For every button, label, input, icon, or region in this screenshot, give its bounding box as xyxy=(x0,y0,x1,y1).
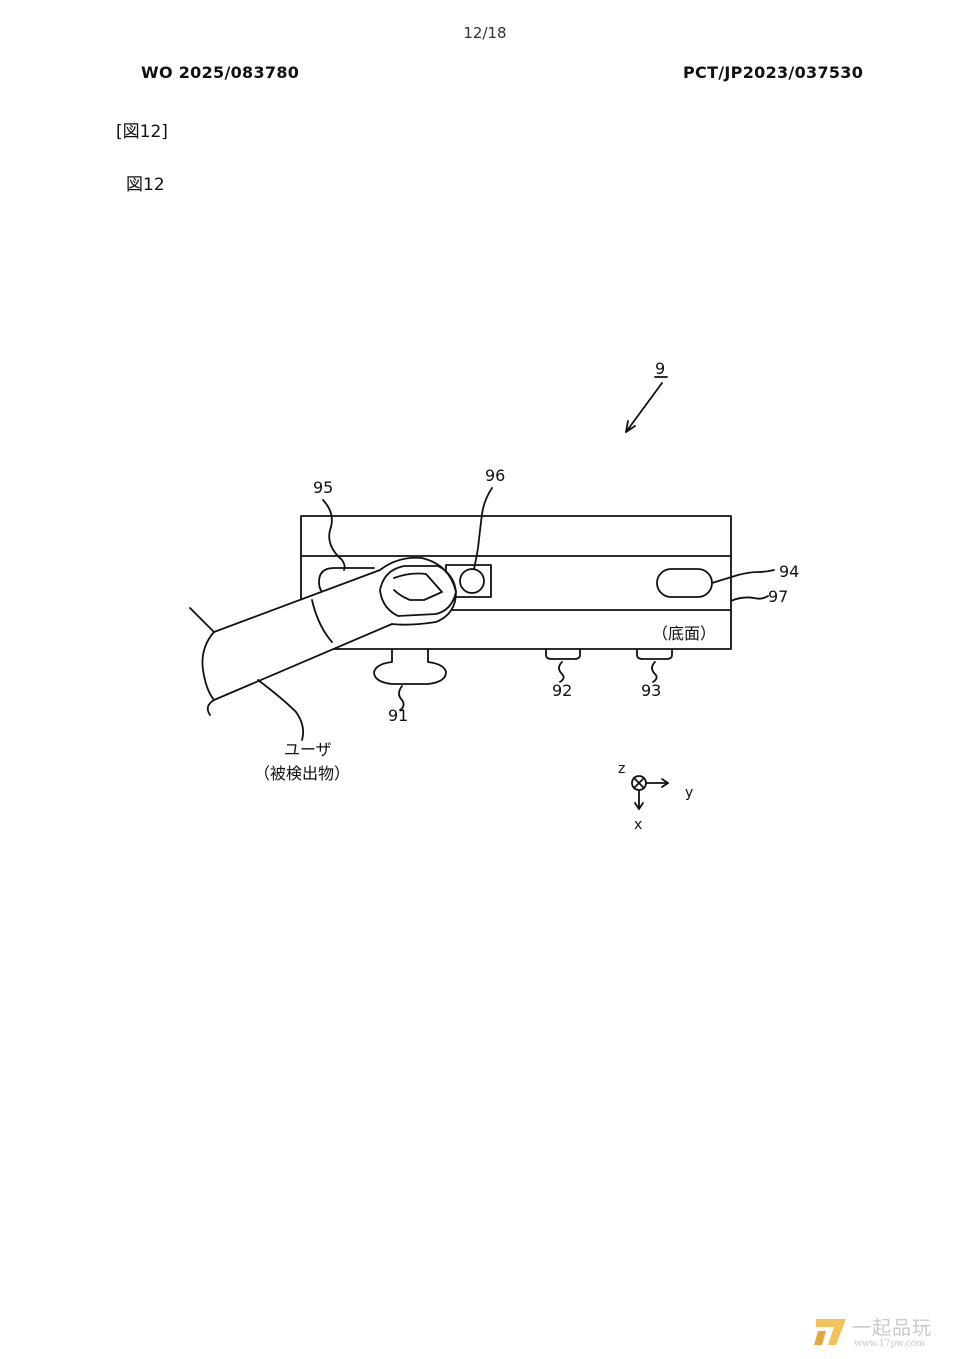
label-96: 96 xyxy=(485,466,505,485)
figure-title: 図12 xyxy=(126,175,165,195)
leader-93 xyxy=(651,661,658,683)
watermark: 一起品玩 www.17pw.com xyxy=(812,1311,952,1353)
fingernail xyxy=(379,565,457,617)
label-97: 97 xyxy=(768,587,788,606)
page-number: 12/18 xyxy=(463,24,507,42)
leader-91 xyxy=(398,685,405,711)
foot-93 xyxy=(636,648,673,660)
detected-object-label: （被検出物） xyxy=(254,764,350,783)
application-number: PCT/JP2023/037530 xyxy=(683,63,864,82)
publication-number: WO 2025/083780 xyxy=(141,63,300,82)
watermark-text: 一起品玩 xyxy=(852,1317,933,1339)
label-92: 92 xyxy=(552,681,572,700)
device-ref-label: 9 xyxy=(655,359,665,378)
watermark-url: www.17pw.com xyxy=(854,1339,925,1349)
label-94: 94 xyxy=(779,562,799,581)
axis-z-label: z xyxy=(618,761,625,777)
watermark-logo-icon xyxy=(814,1319,846,1345)
axis-y-label: y xyxy=(685,785,693,801)
leader-96 xyxy=(473,487,493,570)
stand-91 xyxy=(373,648,447,685)
user-label: ユーザ xyxy=(284,740,332,759)
label-93: 93 xyxy=(641,681,661,700)
bottom-face-label: （底面） xyxy=(652,624,716,643)
axis-x-label: x xyxy=(634,817,642,833)
leader-92 xyxy=(558,661,565,683)
device-ref-arrow xyxy=(625,382,663,433)
foot-92 xyxy=(545,648,581,660)
leader-94 xyxy=(711,569,775,584)
label-91: 91 xyxy=(388,706,408,725)
leader-97 xyxy=(730,595,769,602)
button-96 xyxy=(459,568,485,594)
leader-user xyxy=(257,679,305,741)
leader-95 xyxy=(322,499,346,571)
figure-reference: [図12] xyxy=(116,122,168,142)
label-95: 95 xyxy=(313,478,333,497)
